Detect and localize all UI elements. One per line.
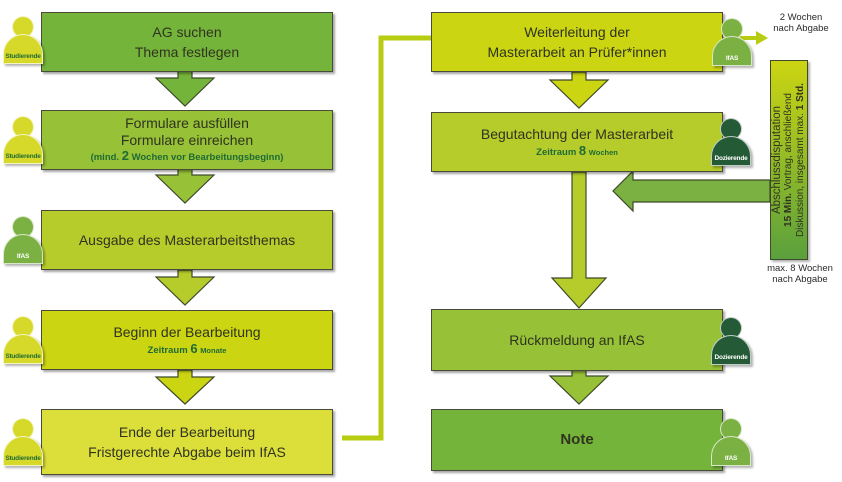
disputation-line2: 15 Min. Vortrag, anschließend (783, 62, 795, 258)
arrow-right-disputation (756, 31, 768, 45)
step-duration: Zeitraum 8 Wochen (536, 144, 618, 160)
step-text: Ausgabe des Masterarbeitsthemas (78, 232, 296, 248)
step-text: Weiterleitung der (524, 24, 630, 40)
duration-suffix: Wochen (588, 148, 618, 157)
line3-text: Diskussion, insgesamt max. (795, 113, 806, 237)
role-avatar-dozierende: Dozierende (710, 317, 752, 365)
role-label: IfAS (725, 55, 739, 62)
role-label: Dozierende (714, 354, 748, 361)
role-label: Studierende (5, 455, 41, 462)
role-label: Studierende (5, 53, 41, 60)
line2-text: Vortrag, anschließend (783, 93, 794, 191)
max-duration-bold: 1 Std. (795, 83, 806, 111)
step-note: Note (431, 409, 723, 471)
step-rueckmeldung: Rückmeldung an IfAS (431, 309, 723, 371)
person-icon (711, 335, 751, 365)
step-ende: Ende der Bearbeitung Fristgerechte Abgab… (41, 409, 333, 475)
step-begutachtung: Begutachtung der Masterarbeit Zeitraum 8… (431, 112, 723, 172)
step-text: Masterarbeit an Prüfer*innen (487, 44, 667, 60)
step-text: Rückmeldung an IfAS (509, 332, 645, 348)
step-duration: Zeitraum 6 Monate (148, 342, 227, 358)
arrow-down-2 (154, 167, 216, 204)
deadline-number: 2 (121, 148, 129, 163)
duration-suffix: Monate (200, 346, 227, 355)
role-label: IfAS (724, 455, 738, 462)
deadline-prefix: (mind. (90, 152, 120, 163)
step-text: AG suchen (152, 24, 222, 40)
role-avatar-dozierende: Dozierende (710, 118, 752, 166)
disputation-start-note: 2 Wochen nach Abgabe (760, 12, 842, 34)
role-avatar-studierende: Studierende (2, 116, 44, 164)
step-text: Formulare einreichen (120, 132, 254, 148)
person-icon (711, 136, 751, 166)
role-label: Studierende (5, 353, 41, 360)
arrow-down-4 (154, 369, 216, 405)
step-text: Begutachtung der Masterarbeit (480, 126, 674, 142)
note-line: nach Abgabe (773, 23, 829, 34)
disputation-end-note: max. 8 Wochen nach Abgabe (758, 263, 842, 285)
arrow-down-r2 (550, 171, 608, 309)
deadline-suffix: Wochen vor Bearbeitungsbeginn) (131, 152, 284, 163)
role-avatar-studierende: Studierende (2, 16, 44, 64)
role-avatar-ifas: IfAS (710, 418, 752, 466)
arrow-down-r3 (548, 369, 610, 405)
step-deadline: (mind. 2 Wochen vor Bearbeitungsbeginn) (91, 149, 284, 165)
step-weiterleitung: Weiterleitung der Masterarbeit an Prüfer… (431, 12, 723, 72)
step-text: Ende der Bearbeitung (118, 424, 256, 440)
duration-prefix: Zeitraum (536, 147, 577, 158)
role-label: IfAS (16, 253, 30, 260)
arrow-down-r1 (548, 71, 610, 109)
person-icon (711, 436, 751, 466)
role-label: Studierende (5, 153, 41, 160)
note-line: max. 8 Wochen (767, 263, 833, 274)
role-avatar-ifas: IfAS (2, 216, 44, 264)
disputation-line3: Diskussion, insgesamt max. 1 Std. (795, 62, 807, 258)
person-icon (712, 36, 752, 66)
step-text: Beginn der Bearbeitung (113, 324, 261, 340)
disputation-title: Abschlussdisputation (771, 105, 783, 215)
person-icon (3, 234, 43, 264)
step-text: Thema festlegen (134, 44, 240, 60)
role-label: Dozierende (714, 155, 748, 162)
step-beginn: Beginn der Bearbeitung Zeitraum 6 Monate (41, 310, 333, 370)
person-icon (3, 436, 43, 466)
duration-prefix: Zeitraum (147, 345, 188, 356)
step-ausgabe: Ausgabe des Masterarbeitsthemas (41, 210, 333, 270)
step-text: Formulare ausfüllen (125, 115, 249, 131)
duration-number: 8 (578, 143, 587, 158)
duration-bold: 15 Min. (783, 193, 794, 227)
disputation-box: Abschlussdisputation 15 Min. Vortrag, an… (770, 60, 808, 260)
role-avatar-ifas: IfAS (711, 18, 753, 66)
note-line: 2 Wochen (779, 12, 823, 23)
step-text: Fristgerechte Abgabe beim IfAS (88, 444, 286, 460)
step-formulare: Formulare ausfüllen Formulare einreichen… (41, 110, 333, 170)
role-avatar-studierende: Studierende (2, 316, 44, 364)
connector-line (342, 35, 432, 441)
note-line: nach Abgabe (772, 274, 828, 285)
person-icon (3, 334, 43, 364)
arrow-down-3 (154, 269, 216, 306)
arrow-left-feedback (612, 169, 771, 213)
arrow-down-1 (154, 69, 216, 107)
person-icon (3, 134, 43, 164)
duration-number: 6 (190, 341, 198, 356)
step-ag-suchen: AG suchen Thema festlegen (41, 12, 333, 72)
step-text: Note (560, 431, 594, 448)
person-icon (3, 34, 43, 64)
role-avatar-studierende: Studierende (2, 418, 44, 466)
